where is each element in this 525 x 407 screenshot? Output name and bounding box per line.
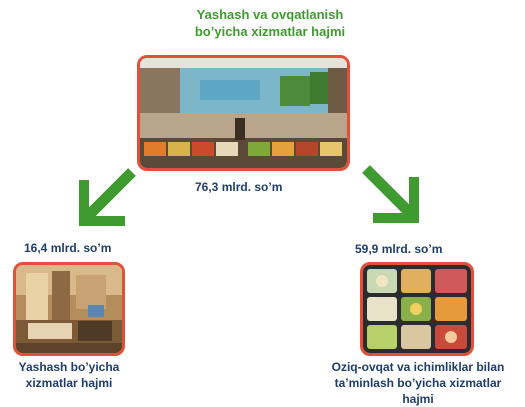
accommodation-caption-line-1: Yashash bo’yicha bbox=[18, 360, 120, 374]
diagram-title: Yashash va ovqatlanish bo’yicha xizmatla… bbox=[150, 6, 390, 40]
accommodation-caption: Yashash bo’yicha xizmatlar hajmi bbox=[14, 359, 124, 391]
food-containers-image bbox=[360, 262, 474, 356]
buffet-restaurant-image bbox=[137, 55, 350, 171]
arrow-down-right-icon bbox=[358, 163, 428, 227]
arrow-down-left-icon bbox=[72, 166, 142, 230]
accommodation-caption-line-2: xizmatlar hajmi bbox=[25, 376, 113, 390]
hotel-room-image bbox=[13, 262, 125, 356]
total-value: 76,3 mlrd. so’m bbox=[195, 180, 283, 194]
title-line-1: Yashash va ovqatlanish bbox=[196, 7, 344, 22]
food-caption-line-2: ta’minlash bo’yicha xizmatlar hajmi bbox=[334, 376, 502, 406]
food-caption-line-1: Oziq-ovqat va ichimliklar bilan bbox=[331, 360, 505, 374]
food-caption: Oziq-ovqat va ichimliklar bilan ta’minla… bbox=[318, 359, 518, 407]
title-line-2: bo’yicha xizmatlar hajmi bbox=[194, 24, 346, 39]
accommodation-value: 16,4 mlrd. so’m bbox=[24, 241, 112, 255]
food-value: 59,9 mlrd. so’m bbox=[355, 242, 443, 256]
